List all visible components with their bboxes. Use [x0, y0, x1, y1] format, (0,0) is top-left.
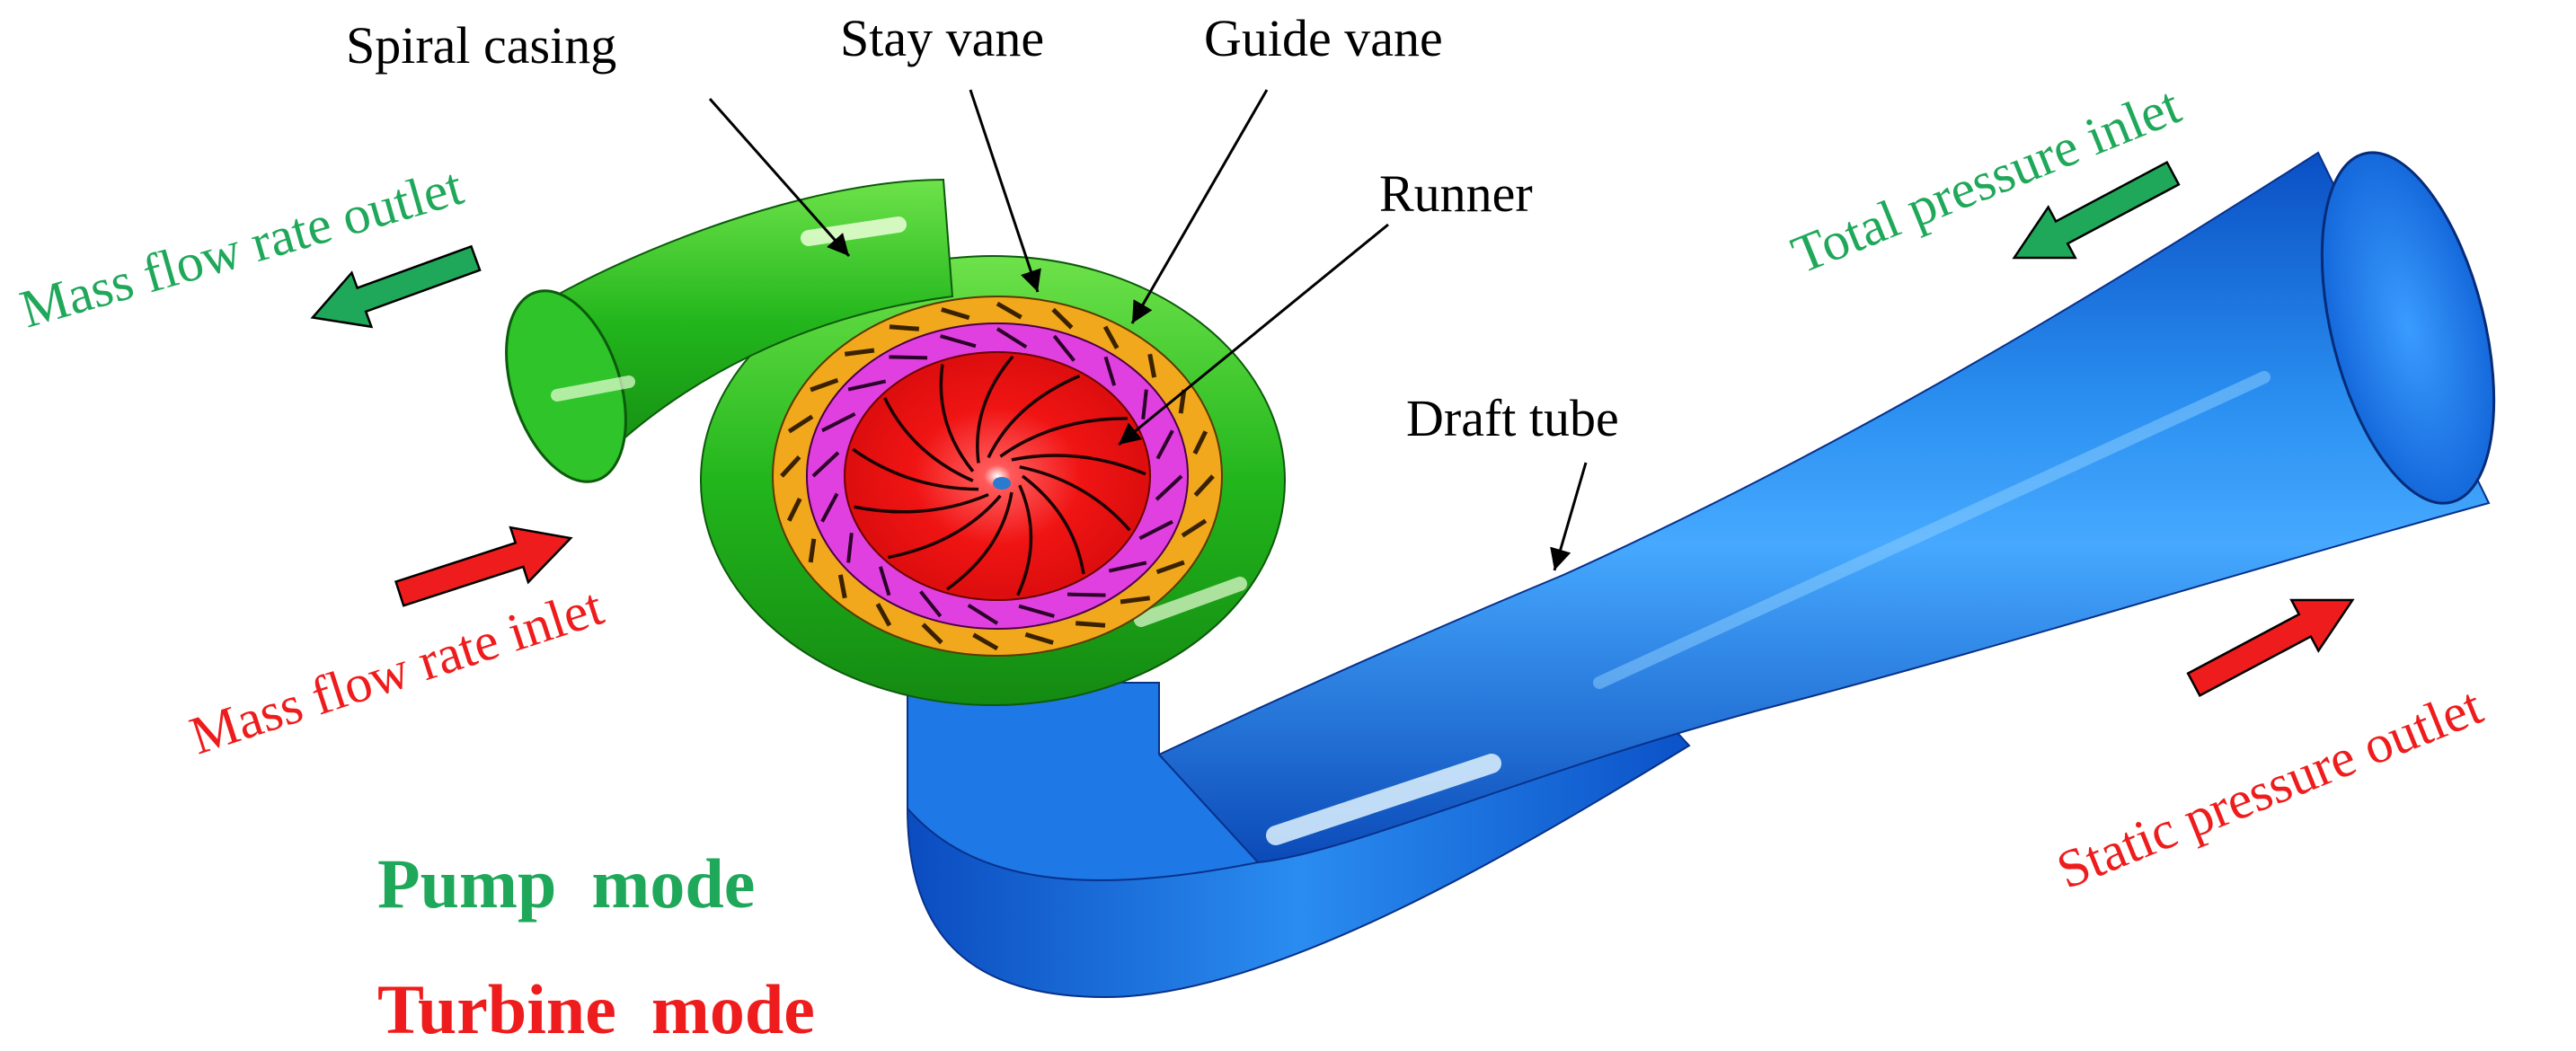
- runner-blade: [999, 417, 1128, 458]
- runner-blade: [946, 491, 1014, 591]
- stay-vane: [921, 623, 943, 645]
- stay-vane: [808, 538, 817, 563]
- leader-stay-vane: [969, 89, 1041, 293]
- runner-blade: [883, 397, 974, 482]
- guide-vane: [1103, 356, 1117, 386]
- flow-arrows: [310, 161, 2355, 697]
- stay-vane: [1051, 307, 1074, 330]
- runner-blade: [1011, 454, 1146, 476]
- guide-vane: [847, 379, 887, 392]
- stay-vane: [875, 603, 892, 627]
- stay-vane: [889, 324, 920, 331]
- stay-vane: [810, 377, 839, 393]
- stay-vane: [1192, 430, 1208, 455]
- draft-tube-cone: [1157, 151, 2491, 864]
- stay-vane: [1102, 325, 1120, 349]
- stay-vane: [1075, 621, 1106, 628]
- arrow-mass-flow-rate-inlet: [394, 526, 573, 607]
- runner-hub: [993, 477, 1011, 490]
- label-guide-vane: Guide vane: [1204, 9, 1443, 67]
- runner: [844, 351, 1151, 601]
- guide-vane: [1138, 519, 1173, 541]
- draft-tube-mouth: [2320, 151, 2496, 505]
- stay-vanes: [780, 301, 1215, 651]
- guide-vane: [1052, 334, 1076, 362]
- arrow-mass-flow-rate-outlet: [310, 244, 482, 329]
- stay-vane: [941, 307, 970, 321]
- guide-vanes: [811, 327, 1183, 625]
- guide-vane: [821, 411, 856, 433]
- spiral-casing-opening: [505, 289, 627, 483]
- runner-blade: [887, 494, 1002, 560]
- runner-blade: [1019, 465, 1131, 532]
- guide-vane: [1155, 474, 1183, 501]
- guide-vane: [878, 566, 891, 596]
- runner-blade: [1016, 484, 1033, 596]
- label-draft-tube: Draft tube: [1406, 389, 1619, 447]
- stay-vane: [780, 455, 801, 478]
- runner-blade: [976, 355, 1014, 464]
- stay-vane: [844, 348, 875, 357]
- leader-spiral-casing: [708, 98, 851, 257]
- guide-vane: [967, 603, 999, 625]
- label-static-pressure-outlet: Static pressure outlet: [2049, 676, 2491, 900]
- label-mass-flow-rate-outlet: Mass flow rate outlet: [13, 156, 469, 340]
- guide-vane: [919, 590, 943, 618]
- runner-blade: [1021, 474, 1085, 575]
- runner-blade: [939, 364, 975, 473]
- label-spiral-casing: Spiral casing: [346, 16, 616, 75]
- draft-tube: [907, 151, 2496, 999]
- guide-vane: [1067, 592, 1106, 597]
- runner-blade: [987, 374, 1081, 459]
- stay-vane: [972, 632, 999, 651]
- legend-pump-mode: Pump mode: [377, 844, 755, 923]
- stay-vane: [1024, 631, 1054, 645]
- arrow-total-pressure-inlet: [2012, 161, 2181, 260]
- stay-vane: [1120, 596, 1151, 605]
- stay-vane: [787, 414, 814, 434]
- stay-vane: [1193, 474, 1215, 498]
- stay-vane: [837, 574, 847, 599]
- guide-vane: [1018, 604, 1055, 618]
- label-stay-vane: Stay vane: [840, 9, 1044, 67]
- leader-guide-vane: [1130, 89, 1269, 324]
- runner-blade: [852, 447, 979, 491]
- label-total-pressure-inlet: Total pressure inlet: [1784, 75, 2189, 285]
- stay-vane: [1155, 560, 1185, 575]
- guide-vane: [940, 334, 977, 349]
- runner-blades: [852, 355, 1146, 596]
- legend-turbine-mode: Turbine mode: [377, 970, 815, 1048]
- leader-lines: [708, 89, 1588, 571]
- guide-vane: [811, 451, 840, 478]
- guide-vane: [996, 327, 1028, 349]
- stay-vane: [996, 301, 1022, 320]
- label-mass-flow-rate-inlet: Mass flow rate inlet: [183, 577, 611, 766]
- guide-vane: [820, 492, 839, 523]
- guide-vane: [846, 533, 854, 563]
- leader-draft-tube: [1550, 462, 1588, 571]
- part-labels: Spiral casing Stay vane Guide vane Runne…: [346, 9, 1619, 447]
- guide-vane: [1141, 389, 1148, 420]
- stay-vane: [1181, 518, 1208, 538]
- leader-runner: [1118, 223, 1389, 446]
- mode-legend: Pump mode Turbine mode: [377, 844, 815, 1048]
- stay-vane: [1147, 353, 1157, 378]
- guide-vane: [1108, 561, 1147, 573]
- stay-vane: [1178, 389, 1187, 414]
- runner-blade: [854, 492, 989, 514]
- arrow-static-pressure-outlet: [2186, 598, 2355, 697]
- guide-vane: [1155, 429, 1174, 460]
- guide-vane: [889, 355, 928, 360]
- label-runner: Runner: [1379, 164, 1533, 223]
- stay-vane: [786, 498, 802, 522]
